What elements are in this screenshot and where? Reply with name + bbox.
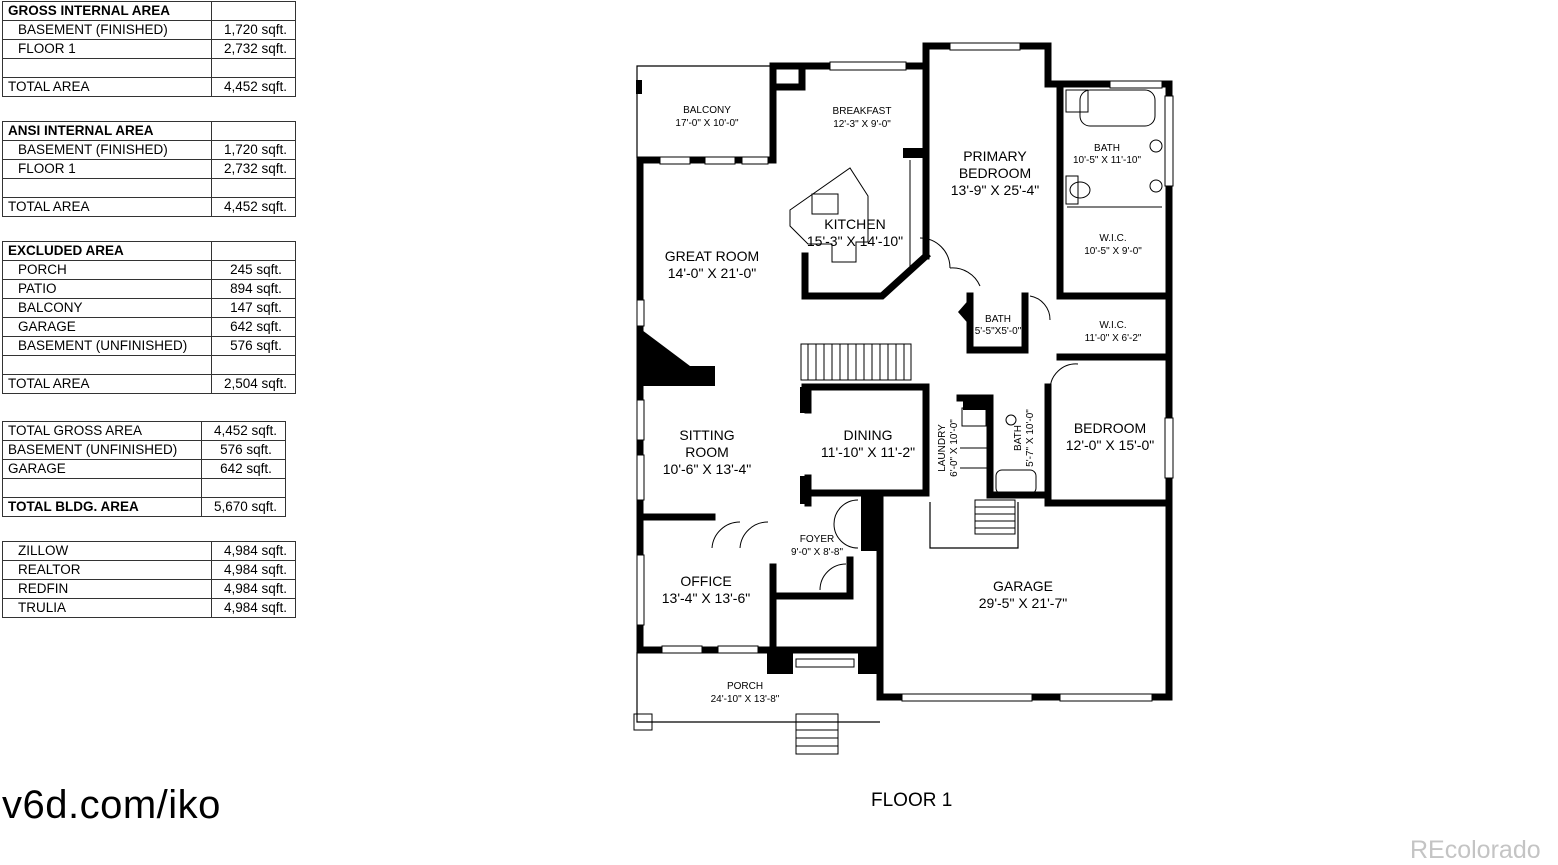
room-name: FOYER	[800, 534, 834, 545]
room-name: BATH	[1094, 143, 1120, 154]
room-dimensions: 10'-5" X 9'-0"	[1084, 246, 1142, 257]
ansi-internal-area-table: ANSI INTERNAL AREA BASEMENT (FINISHED)1,…	[2, 121, 296, 217]
room-name: LAUNDRY	[937, 424, 948, 472]
watermark-logo: REcolorado	[1410, 836, 1541, 864]
room-dimensions: 10'-6" X 13'-4"	[663, 461, 751, 477]
room-dimensions: 13'-4" X 13'-6"	[662, 590, 750, 606]
table-row: ANSI INTERNAL AREA	[2, 121, 296, 141]
room-name: KITCHEN	[824, 216, 885, 232]
room-dimensions: 12'-0" X 15'-0"	[1066, 437, 1154, 453]
table-row: BASEMENT (FINISHED)1,720 sqft.	[2, 140, 296, 160]
room-dimensions: 13'-9" X 25'-4"	[951, 182, 1039, 198]
room-dimensions: 15'-3" X 14'-10"	[807, 233, 903, 249]
room-name: GREAT ROOM	[665, 248, 759, 264]
room-name: BEDROOM	[959, 165, 1031, 181]
solid-masses	[636, 80, 990, 674]
room-dimensions: 10'-5" X 11'-10"	[1073, 155, 1141, 166]
fixtures	[711, 89, 1163, 591]
room-name: BREAKFAST	[833, 106, 892, 117]
room-dimensions: 24'-10" X 13'-8"	[711, 694, 780, 705]
room-name: BALCONY	[683, 105, 731, 116]
room-dimensions: 14'-0" X 21'-0"	[668, 265, 756, 281]
room-name: OFFICE	[680, 573, 731, 589]
room-dimensions: 29'-5" X 21'-7"	[979, 595, 1067, 611]
gross-internal-area-table: GROSS INTERNAL AREA BASEMENT (FINISHED)1…	[2, 1, 296, 97]
website-url: v6d.com/iko	[2, 783, 221, 827]
stairs	[633, 343, 1016, 755]
table-row	[2, 178, 296, 198]
room-dimensions: 12'-3" X 9'-0"	[833, 119, 891, 130]
room-name: PORCH	[727, 681, 763, 692]
room-dimensions: 5'-5"X5'-0"	[975, 326, 1022, 337]
room-name: GARAGE	[993, 578, 1053, 594]
room-name: SITTING	[679, 427, 734, 443]
room-dimensions: 17'-0" X 10'-0"	[675, 118, 739, 129]
room-name: DINING	[844, 427, 893, 443]
room-name: BATH	[1013, 425, 1024, 451]
room-labels: BALCONY 17'-0" X 10'-0" BREAKFAST 12'-3"…	[662, 105, 1154, 705]
room-dimensions: 11'-10" X 11'-2"	[821, 444, 915, 460]
room-dimensions: 9'-0" X 8'-8"	[791, 547, 844, 558]
table-row: GROSS INTERNAL AREA	[2, 1, 296, 21]
room-dimensions: 11'-0" X 6'-2"	[1085, 333, 1142, 344]
room-dimensions: 5'-7" X 10'-0"	[1025, 409, 1036, 467]
windows	[636, 42, 1174, 702]
room-name: BATH	[985, 314, 1011, 325]
room-name: ROOM	[685, 444, 729, 460]
room-name: W.I.C.	[1099, 233, 1126, 244]
room-name: W.I.C.	[1099, 320, 1126, 331]
room-name: PRIMARY	[963, 148, 1027, 164]
table-row: BASEMENT (FINISHED)1,720 sqft.	[2, 20, 296, 40]
room-dimensions: 6'-0" X 10'-0"	[949, 419, 960, 477]
room-name: BEDROOM	[1074, 420, 1146, 436]
floor-caption: FLOOR 1	[871, 790, 953, 811]
